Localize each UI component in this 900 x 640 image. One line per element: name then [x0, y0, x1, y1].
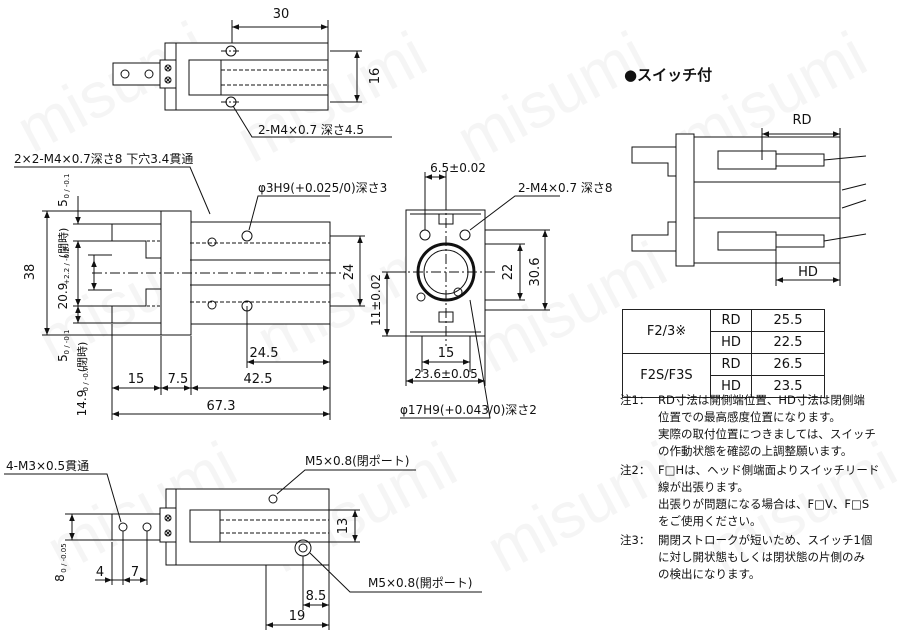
note-line: の作動状態を確認の上調整願います。	[658, 444, 853, 458]
note-3: 注3： 開閉ストロークが短いため、スイッチ1個 に対し開状態もしくは閉状態の片側…	[620, 532, 895, 583]
table-row: F2/3※ RD 25.5	[622, 309, 825, 354]
table-cell-value: 23.5	[751, 375, 825, 398]
switch-dimension-table: F2/3※ RD 25.5 HD 22.5 F2S/F3S RD 26.5 HD…	[622, 309, 825, 398]
note-label: 注1：	[620, 393, 651, 407]
dim-15: 15	[128, 372, 145, 387]
dim-38: 38	[23, 264, 38, 281]
dim-20-9: 20.9	[56, 283, 70, 310]
dim-19: 19	[289, 609, 306, 624]
dim-67-3: 67.3	[207, 399, 236, 414]
tol-8: 0 / -0.05	[60, 543, 68, 572]
note-body: 開閉ストロークが短いため、スイッチ1個 に対し開状態もしくは閉状態の片側のみ の…	[658, 532, 895, 583]
note-line: 線が出張ります。	[658, 480, 749, 494]
note-line: 位置での最高感度位置になります。	[658, 410, 841, 424]
dim-11: 11±0.02	[369, 274, 383, 326]
bottom-view	[4, 469, 482, 630]
note-line: RD寸法は開側端位置、HD寸法は閉側端	[658, 393, 865, 407]
note-2: 注2： F□Hは、ヘッド側端面よりスイッチリード 線が出張ります。 出張りが問題…	[620, 462, 895, 530]
end-view	[382, 172, 560, 419]
tol-5-top: 0 / -0.1	[63, 174, 71, 199]
dim-30-6: 30.6	[528, 258, 543, 287]
dim-24-5: 24.5	[250, 346, 279, 361]
dim-16: 16	[368, 68, 383, 85]
table-cell-model: F2S/F3S	[622, 353, 711, 398]
callout-thru-holes: 4-M3×0.5貫通	[6, 459, 89, 473]
note-line: 出張りが問題になる場合は、F□V、F□S	[658, 497, 870, 511]
dim-5-top: 5	[56, 199, 70, 207]
table-cell-value: 25.5	[751, 309, 825, 332]
dim-5-bottom: 5	[56, 354, 70, 362]
dim-hd: HD	[798, 265, 818, 280]
table-row: HD 23.5	[623, 375, 825, 398]
dim-6-5: 6.5±0.02	[430, 161, 486, 175]
note-body: RD寸法は開側端位置、HD寸法は閉側端 位置での最高感度位置になります。 実際の…	[658, 392, 895, 460]
note-line: をご使用ください。	[658, 514, 762, 528]
dim-4: 4	[96, 565, 104, 580]
switch-view	[631, 128, 867, 286]
note-label: 注2：	[620, 463, 651, 477]
dim-7: 7	[131, 565, 139, 580]
dim-rd: RD	[792, 113, 811, 128]
dim-13: 13	[336, 518, 351, 535]
note-body: F□Hは、ヘッド側端面よりスイッチリード 線が出張ります。 出張りが問題になる場…	[658, 462, 895, 530]
notes: 注1： RD寸法は開側端位置、HD寸法は閉側端 位置での最高感度位置になります。…	[620, 392, 895, 585]
dim-7-5: 7.5	[168, 372, 189, 387]
table-cell-value: 22.5	[751, 331, 825, 354]
dim-24: 24	[342, 264, 357, 281]
callout-top-holes: 2-M4×0.7 深さ4.5	[258, 123, 364, 137]
callout-close-port: M5×0.8(閉ポート)	[305, 454, 410, 468]
tol-14-9: 0 / -0.7	[82, 367, 90, 392]
dim-15-end: 15	[438, 346, 455, 361]
tol-20-9: +2.2 / -0.2	[63, 247, 71, 284]
callout-end-holes: 2-M4×0.7 深さ8	[518, 181, 613, 195]
dim-8: 8	[53, 574, 67, 582]
note-closed: (閉時)	[76, 342, 89, 373]
front-view	[14, 166, 365, 420]
note-line: の検出になります。	[658, 567, 761, 581]
dim-23-6: 23.6±0.05	[414, 367, 478, 381]
note-label: 注3：	[620, 533, 651, 547]
dim-22: 22	[501, 264, 516, 281]
note-open: (開時)	[57, 228, 70, 259]
dim-14-9: 14.9	[75, 390, 89, 417]
table-cell-code: HD	[710, 331, 752, 354]
callout-pin-hole: φ3H9(+0.025/0)深さ3	[258, 181, 387, 195]
table-cell-code: RD	[710, 309, 752, 332]
callout-open-port: M5×0.8(開ポート)	[368, 576, 473, 590]
table-cell-model: F2/3※	[622, 309, 711, 354]
note-line: F□Hは、ヘッド側端面よりスイッチリード	[658, 463, 880, 477]
tol-5-bottom: 0 / -0.1	[63, 330, 71, 355]
dim-8-5: 8.5	[306, 589, 327, 604]
top-view	[112, 20, 392, 138]
note-line: 実際の取付位置につきましては、スイッチ	[658, 427, 876, 441]
dim-30: 30	[273, 7, 290, 22]
callout-bore: φ17H9(+0.043/0)深さ2	[400, 403, 537, 417]
table-row: F2S/F3S RD 26.5	[622, 353, 825, 398]
note-line: に対し開状態もしくは閉状態の片側のみ	[658, 550, 865, 564]
note-1: 注1： RD寸法は開側端位置、HD寸法は閉側端 位置での最高感度位置になります。…	[620, 392, 895, 460]
callout-front-threads: 2×2-M4×0.7深さ8 下穴3.4貫通	[14, 151, 193, 166]
switch-section-title: ●スイッチ付	[624, 66, 713, 84]
table-cell-value: 26.5	[751, 353, 825, 376]
table-cell-code: RD	[710, 353, 752, 376]
note-line: 開閉ストロークが短いため、スイッチ1個	[658, 533, 873, 547]
dim-42-5: 42.5	[244, 372, 273, 387]
